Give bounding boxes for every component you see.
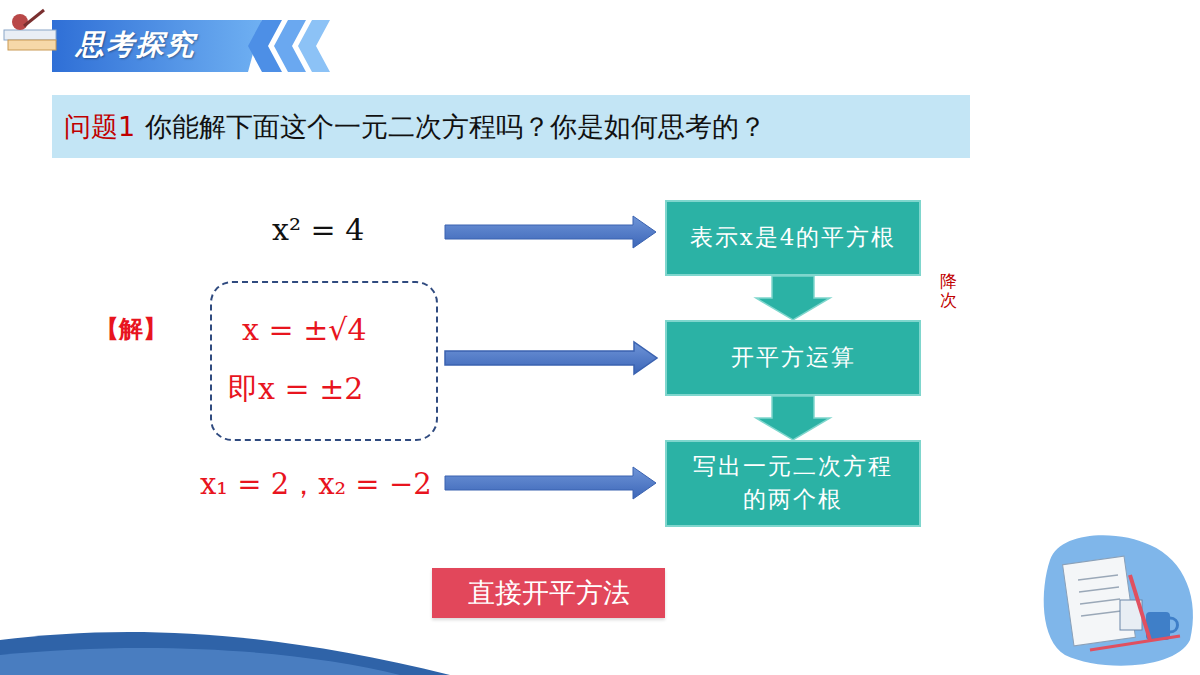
node-text: 即x = ±2 (228, 369, 406, 410)
bottom-wave (0, 648, 400, 675)
vertical-note: 降次 (940, 272, 957, 309)
flow-arrow (445, 216, 656, 248)
node-text: 你能解下面这个一元二次方程吗？你是如何思考的？ (145, 109, 766, 145)
process-box: 开平方运算 (665, 320, 921, 396)
bottom-wave (0, 632, 450, 675)
solution-box: x = ±√4 即x = ±2 (210, 281, 438, 441)
node-text: 写出一元二次方程的两个根 (681, 450, 905, 517)
flow-arrow (756, 276, 830, 320)
process-box: 写出一元二次方程的两个根 (665, 440, 921, 527)
solution-tag: 【解】 (95, 313, 167, 345)
method-box: 直接开平方法 (432, 568, 665, 618)
process-box: 表示x是4的平方根 (665, 200, 921, 276)
question-band: 问题1 你能解下面这个一元二次方程吗？你是如何思考的？ (52, 95, 970, 158)
node-text: x = ±√4 (242, 312, 406, 347)
node-text: 直接开平方法 (468, 575, 630, 611)
flow-arrow (445, 467, 656, 499)
roots: x₁ = 2，x₂ = −2 (200, 465, 432, 505)
banner-ribbon (4, 10, 330, 72)
flow-arrow (445, 342, 657, 374)
flow-arrow (756, 396, 830, 440)
study-illustration (1044, 535, 1193, 666)
node-text: 问题1 (64, 109, 135, 145)
node-text: 开平方运算 (731, 341, 856, 374)
equation: x² = 4 (272, 212, 364, 247)
banner-title: 思考探究 (76, 26, 196, 64)
node-text: 表示x是4的平方根 (690, 221, 897, 254)
